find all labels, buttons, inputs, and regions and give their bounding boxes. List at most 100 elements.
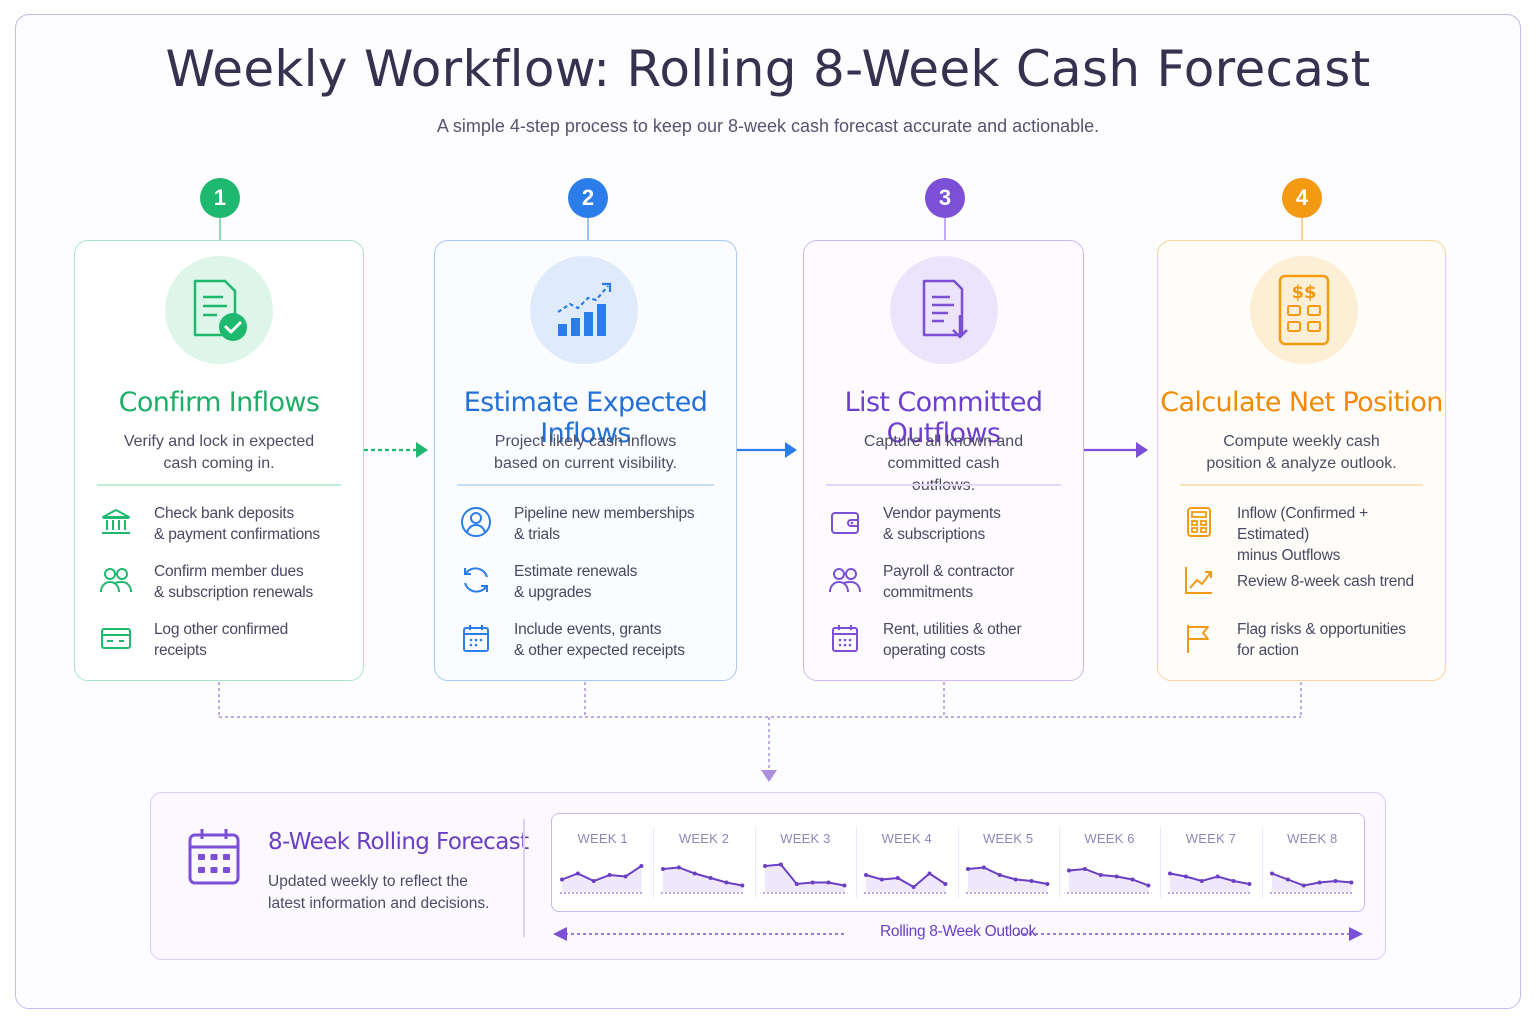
sparkline-area: [967, 867, 1047, 892]
forecast-panel: 8-Week Rolling Forecast Updated weekly t…: [150, 792, 1386, 960]
step-1-description: Verify and lock in expected cash coming …: [123, 433, 315, 472]
sparkline-point: [794, 882, 799, 886]
week-sparkline: [661, 865, 745, 894]
user-circle-icon: [461, 507, 491, 537]
forecast-separator: [523, 819, 525, 937]
step-2-connector: [587, 218, 589, 240]
sparkline-area: [663, 867, 743, 892]
arrow-step-2-to-3: [737, 442, 797, 458]
sparkline-point: [677, 865, 682, 870]
sparkline-point: [762, 864, 767, 868]
page-title: Weekly Workflow: Rolling 8-Week Cash For…: [165, 40, 1371, 98]
week-label: WEEK 6: [1084, 831, 1135, 846]
document-down-icon: [890, 256, 998, 364]
step-2-item-pipeline: Pipeline new memberships& trials: [457, 503, 726, 561]
item-line2: & payment confirmations: [154, 526, 320, 543]
week-5-cell: WEEK 5: [958, 814, 1059, 910]
item-line2: & subscriptions: [883, 526, 986, 543]
item-line2: commitments: [883, 584, 973, 601]
item-line1: Payroll & contractor: [883, 563, 1015, 580]
item-line2: receipts: [154, 642, 207, 659]
step-4-item-trend: Review 8-week cash trend: [1180, 561, 1435, 619]
sparkline-point: [864, 873, 869, 877]
week-separator: [1261, 828, 1263, 898]
week-sparkline: [762, 862, 847, 894]
sparkline-point: [623, 874, 628, 879]
forecast-description-line2: latest information and decisions.: [268, 895, 490, 912]
week-1-cell: WEEK 1: [552, 814, 653, 910]
item-line1: Estimate renewals: [514, 563, 638, 580]
sparkline-point: [1130, 877, 1135, 882]
step-2-item-renewals: Estimate renewals & upgrades: [457, 561, 726, 619]
item-line1: Vendor payments: [883, 505, 1001, 522]
week-6-cell: WEEK 6: [1059, 814, 1160, 910]
step-1-item-receipts: Log other confirmed receipts: [97, 619, 353, 677]
people-icon: [829, 568, 861, 593]
outlook-arrow: [553, 927, 1363, 941]
arrow-step-1-to-2: [364, 442, 428, 458]
week-separator: [1058, 828, 1060, 898]
sparkline-point: [693, 871, 698, 876]
forecast-title: 8-Week Rolling Forecast: [268, 829, 529, 855]
calendar-icon: [832, 625, 858, 652]
sparkline-point: [1029, 879, 1033, 883]
step-1-connector: [219, 218, 221, 240]
step-2-item-events: Include events, grants& other expected r…: [457, 619, 726, 677]
sparkline-point: [1215, 874, 1220, 879]
step-2-title: Estimate Expected Inflows: [463, 387, 708, 449]
sparkline-point: [895, 876, 900, 880]
sparkline-point: [639, 864, 644, 868]
item-line2: & subscription renewals: [154, 584, 314, 601]
sparkline-line: [1068, 867, 1149, 887]
sparkline-point: [927, 871, 932, 876]
sparkline-point: [1231, 879, 1236, 883]
sparkline-point: [709, 876, 713, 880]
wallet-icon: [831, 512, 859, 534]
step-4-title: Calculate Net Position: [1160, 387, 1443, 418]
calculator-icon: $$: [1250, 256, 1358, 364]
sparkline-area: [1271, 873, 1351, 892]
step-3-card: List Committed Outflows Capture all know…: [803, 240, 1084, 681]
sparkline-point: [1349, 880, 1353, 885]
week-sparkline: [965, 865, 1049, 894]
week-label: WEEK 7: [1185, 831, 1237, 846]
week-separator: [1160, 828, 1162, 898]
step-2-badge: 2: [568, 178, 608, 218]
week-2-cell: WEEK 2: [653, 814, 754, 910]
week-separator: [957, 828, 959, 898]
page-subtitle: A simple 4-step process to keep our 8-we…: [436, 116, 1100, 136]
sparkline-point: [943, 882, 948, 886]
sparkline-point: [1317, 880, 1322, 885]
sparkline-point: [1044, 882, 1049, 886]
step-1-card: Confirm Inflows Verify and lock in expec…: [74, 240, 364, 681]
sparkline-point: [607, 873, 612, 877]
sparkline-point: [1247, 882, 1252, 886]
sparkline-line: [865, 872, 947, 889]
sparkline-point: [1082, 867, 1087, 871]
sparkline-point: [1285, 877, 1290, 882]
sparkline-point: [1114, 874, 1119, 879]
week-sparkline: [1269, 871, 1353, 894]
step-4-description: Compute weekly cash position & analyze o…: [1206, 433, 1397, 472]
item-line2: & upgrades: [514, 584, 592, 601]
sparkline-point: [560, 877, 564, 882]
step-3-title: List Committed Outflows: [844, 387, 1043, 449]
forecast-description: Updated weekly to reflect the latest inf…: [268, 871, 489, 915]
item-line1: Review 8-week cash trend: [1237, 573, 1414, 590]
sparkline-point: [911, 885, 916, 889]
step-3-item-payroll: Payroll & contractor commitments: [826, 561, 1073, 619]
sparkline-point: [591, 879, 596, 883]
week-7-cell: WEEK 7: [1160, 814, 1261, 910]
document-check-icon: [165, 256, 273, 364]
step-2-number: 2: [581, 185, 595, 210]
step-2-description: Project likely cash inflows based on cur…: [494, 433, 677, 472]
week-label: WEEK 5: [983, 831, 1034, 846]
step-4-connector: [1301, 218, 1303, 240]
item-line1: Confirm member dues: [154, 563, 304, 580]
step-2-card: Estimate Expected Inflows Project likely…: [434, 240, 737, 681]
refresh-icon: [464, 567, 488, 593]
step-3-number: 3: [938, 185, 952, 210]
sparkline-line: [561, 865, 642, 883]
item-line1: Log other confirmed: [154, 621, 289, 638]
